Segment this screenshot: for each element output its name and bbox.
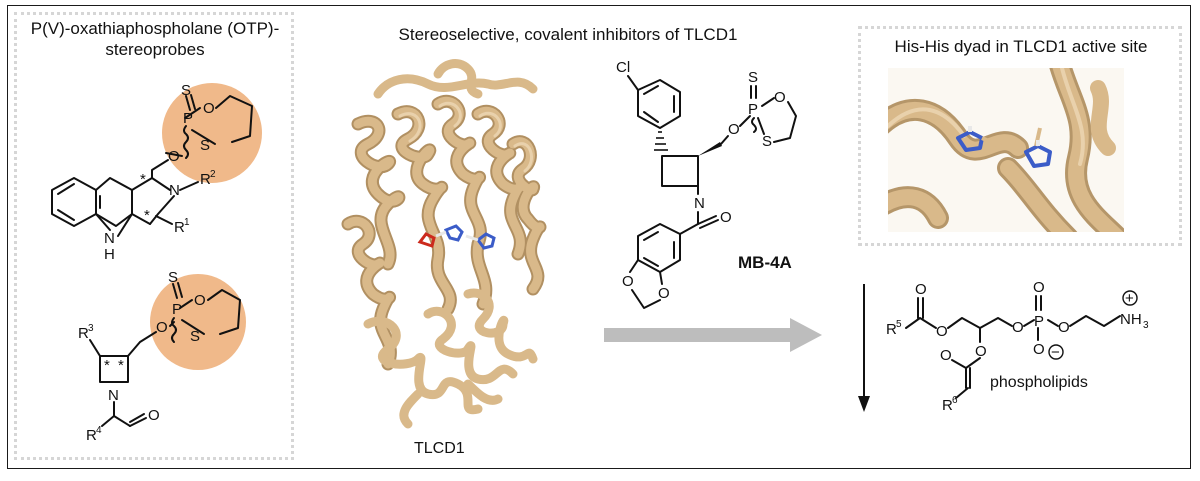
otp-stereoprobe-structure-1: P S O S O N R 2 R 1 * * N H [51, 82, 262, 263]
atom-s-ring-2: S [190, 328, 200, 345]
atom-o-diox1: O [622, 273, 634, 290]
atom-s-exo-1: S [181, 82, 191, 99]
otp-highlight-circle-2 [150, 274, 246, 370]
sub-r4: R [86, 427, 97, 444]
plus-charge-circle [1122, 290, 1138, 306]
phosphate-o6: O [1033, 279, 1045, 296]
svg-text:4: 4 [96, 425, 102, 436]
stereo-mark-2b: * [118, 357, 124, 374]
mb-4a-structure: Cl O P S O S N O O O [616, 59, 797, 309]
atom-p-1: P [183, 110, 193, 127]
plus-charge: + [1125, 290, 1134, 307]
atom-n-2: N [108, 387, 119, 404]
sub-r5: R [886, 321, 897, 338]
phosphate-p: P [1034, 313, 1044, 330]
svg-text:2: 2 [210, 169, 216, 180]
left-panel-border [14, 12, 294, 460]
right-panel-border [858, 26, 1182, 246]
compound-label-mb-4a: MB-4A [738, 253, 792, 272]
atom-s-ring-mb4a: S [762, 133, 772, 150]
atom-nh-1: N [104, 230, 115, 247]
protein-label: TLCD1 [414, 440, 465, 457]
ammonium-sub: 3 [1143, 320, 1149, 331]
otp-stereoprobe-structure-2: S P O S O R 3 * * N O R 4 [78, 270, 246, 444]
ester-o2: O [936, 323, 948, 340]
atom-o-ring-1: O [203, 100, 215, 117]
downward-arrow [858, 284, 870, 412]
minus-charge: − [1051, 344, 1060, 361]
phospholipids-label: phospholipids [990, 374, 1088, 391]
reaction-arrow [604, 318, 822, 352]
ammonium-nh: NH [1120, 311, 1142, 328]
left-panel-title: P(V)-oxathiaphospholane (OTP)- stereopro… [30, 19, 280, 59]
right-panel-title: His-His dyad in TLCD1 active site [894, 37, 1148, 56]
tlcd1-protein-ribbon [341, 59, 547, 429]
atom-s-exo-mb4a: S [748, 69, 758, 86]
sub-r6: R [942, 397, 953, 414]
atom-p-mb4a: P [748, 101, 758, 118]
active-site-closeup [888, 68, 1124, 232]
atom-p-2: P [172, 301, 182, 318]
atom-cl: Cl [616, 59, 630, 76]
otp-highlight-circle-1 [162, 83, 262, 183]
atom-o-carbonyl-2: O [148, 407, 160, 424]
atom-o-link-1: O [168, 148, 180, 165]
sub-r3: R [78, 325, 89, 342]
atom-o-link-mb4a: O [728, 121, 740, 138]
svg-text:3: 3 [88, 323, 94, 334]
atom-o-link-2: O [156, 319, 168, 336]
phosphate-o5: O [1012, 319, 1024, 336]
minus-charge-circle [1048, 344, 1064, 360]
sub-r1: R [174, 219, 185, 236]
phosphate-o8: O [1058, 319, 1070, 336]
phosphate-o7: O [1033, 341, 1045, 358]
stereo-mark-1a: * [140, 171, 146, 188]
svg-text:6: 6 [952, 395, 958, 406]
atom-n-1: N [169, 182, 180, 199]
atom-o-ring-mb4a: O [774, 89, 786, 106]
ester-o3: O [975, 343, 987, 360]
svg-text:1: 1 [184, 217, 190, 228]
atom-o-diox2: O [658, 285, 670, 302]
phospholipid-structure: R 5 O O O O R 6 O P O O − O NH 3 + [886, 279, 1149, 414]
ester-o4: O [940, 347, 952, 364]
atom-h-1: H [104, 246, 115, 263]
atom-o-ring-2: O [194, 292, 206, 309]
atom-s-ring-1: S [200, 137, 210, 154]
ester-o1: O [915, 281, 927, 298]
atom-n-mb4a: N [694, 195, 705, 212]
stereo-mark-1b: * [144, 207, 150, 224]
atom-s-exo-2: S [168, 270, 178, 286]
sub-r2: R [200, 171, 211, 188]
atom-o-carbonyl-mb4a: O [720, 209, 732, 226]
svg-text:5: 5 [896, 319, 902, 330]
center-panel-title: Stereoselective, covalent inhibitors of … [398, 25, 738, 44]
stereo-mark-2a: * [104, 357, 110, 374]
